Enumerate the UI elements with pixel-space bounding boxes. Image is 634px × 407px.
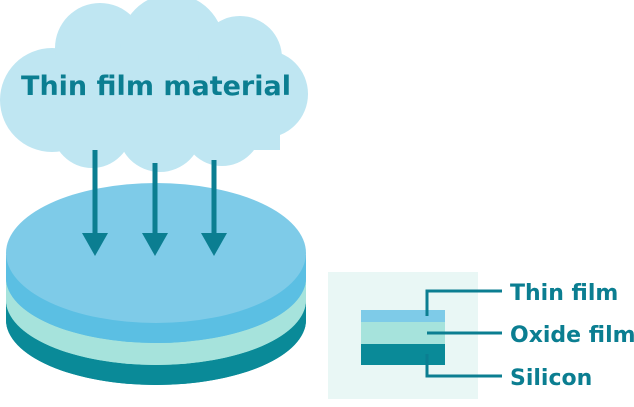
cloud-label: Thin film material — [21, 71, 291, 102]
arrow-head — [82, 233, 108, 256]
legend-swatch-thin-film — [361, 310, 445, 322]
cloud: Thin film material — [0, 0, 308, 172]
cloud-body — [40, 60, 280, 150]
legend-label-oxide-film: Oxide film — [510, 323, 634, 348]
legend-leader-silicon — [425, 354, 502, 378]
legend: Thin film Oxide film Silicon — [328, 272, 634, 399]
legend-label-thin-film: Thin film — [510, 281, 618, 306]
legend-label-silicon: Silicon — [510, 366, 592, 391]
legend-leader-thin-film — [425, 289, 502, 316]
legend-swatch-oxide-film — [361, 322, 445, 344]
arrow-head — [142, 233, 168, 256]
legend-swatch-silicon — [361, 344, 445, 365]
deposition-arrows — [82, 150, 227, 256]
arrow-head — [201, 233, 227, 256]
